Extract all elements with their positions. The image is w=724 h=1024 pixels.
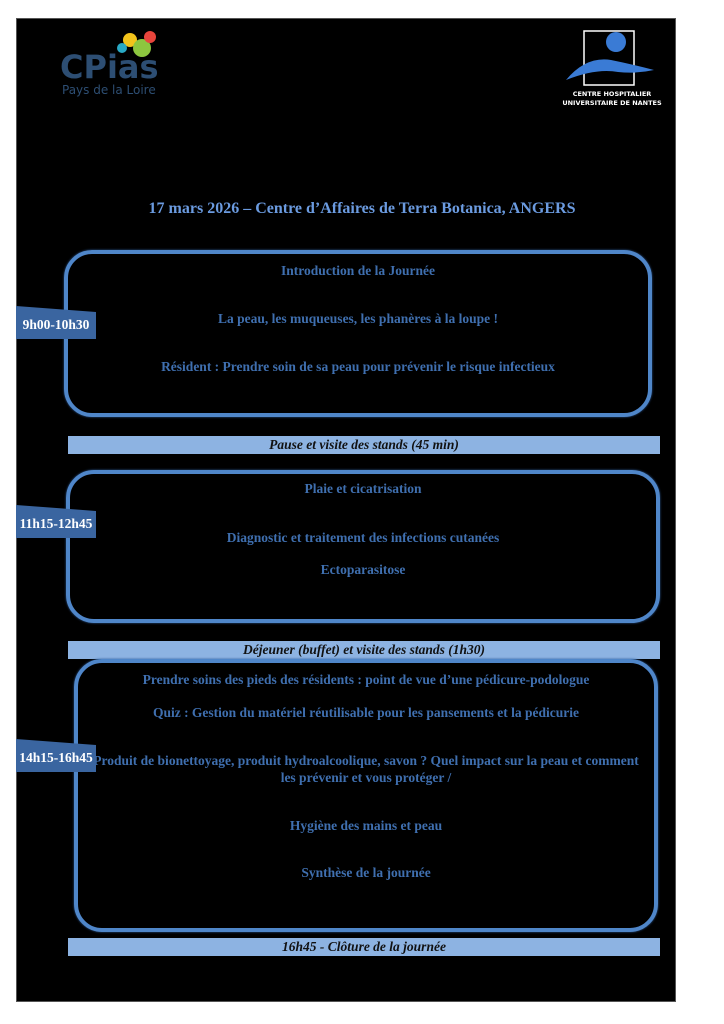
break-bar: Pause et visite des stands (45 min) xyxy=(68,436,660,454)
session-item: Hygiène des mains et peau xyxy=(289,818,443,833)
svg-text:Pays de la Loire: Pays de la Loire xyxy=(62,83,156,97)
chu-nantes-logo-icon: CENTRE HOSPITALIER UNIVERSITAIRE DE NANT… xyxy=(562,30,662,107)
session-item: Introduction de la Journée xyxy=(281,263,435,278)
session-item: Résident : Prendre soin de sa peau pour … xyxy=(161,359,555,374)
time-tag: 9h00-10h30 xyxy=(16,306,96,339)
break-bar: Déjeuner (buffet) et visite des stands (… xyxy=(68,641,660,659)
session-item: Synthèse de la journée xyxy=(301,865,431,880)
session-item: Plaie et cicatrisation xyxy=(304,481,422,496)
time-tag: 11h15-12h45 xyxy=(16,505,96,538)
closing-bar: 16h45 - Clôture de la journée xyxy=(68,938,660,956)
session-box-late-morning: Plaie et cicatrisation Diagnostic et tra… xyxy=(66,470,660,623)
session-box-morning: Introduction de la Journée La peau, les … xyxy=(64,250,652,417)
session-item: Diagnostic et traitement des infections … xyxy=(226,530,500,545)
chu-nantes-logo: CENTRE HOSPITALIER UNIVERSITAIRE DE NANT… xyxy=(556,28,668,110)
session-item: Prendre soins des pieds des résidents : … xyxy=(142,672,590,687)
document-page xyxy=(16,18,676,1002)
session-item: La peau, les muqueuses, les phanères à l… xyxy=(218,311,498,326)
cpias-logo: CPias Pays de la Loire xyxy=(60,26,170,98)
svg-text:CPias: CPias xyxy=(60,48,159,86)
session-item: Produit de bionettoyage, produit hydroal… xyxy=(93,753,639,785)
session-item: Ectoparasitose xyxy=(320,562,406,577)
event-title: 17 mars 2026 – Centre d’Affaires de Terr… xyxy=(148,200,576,217)
session-item: Quiz : Gestion du matériel réutilisable … xyxy=(152,705,580,720)
svg-text:UNIVERSITAIRE DE NANTES: UNIVERSITAIRE DE NANTES xyxy=(562,99,662,107)
svg-text:CENTRE HOSPITALIER: CENTRE HOSPITALIER xyxy=(573,90,652,98)
time-tag: 14h15-16h45 xyxy=(16,739,96,772)
session-box-afternoon: Prendre soins des pieds des résidents : … xyxy=(74,659,658,932)
cpias-logo-icon: CPias Pays de la Loire xyxy=(60,31,159,97)
